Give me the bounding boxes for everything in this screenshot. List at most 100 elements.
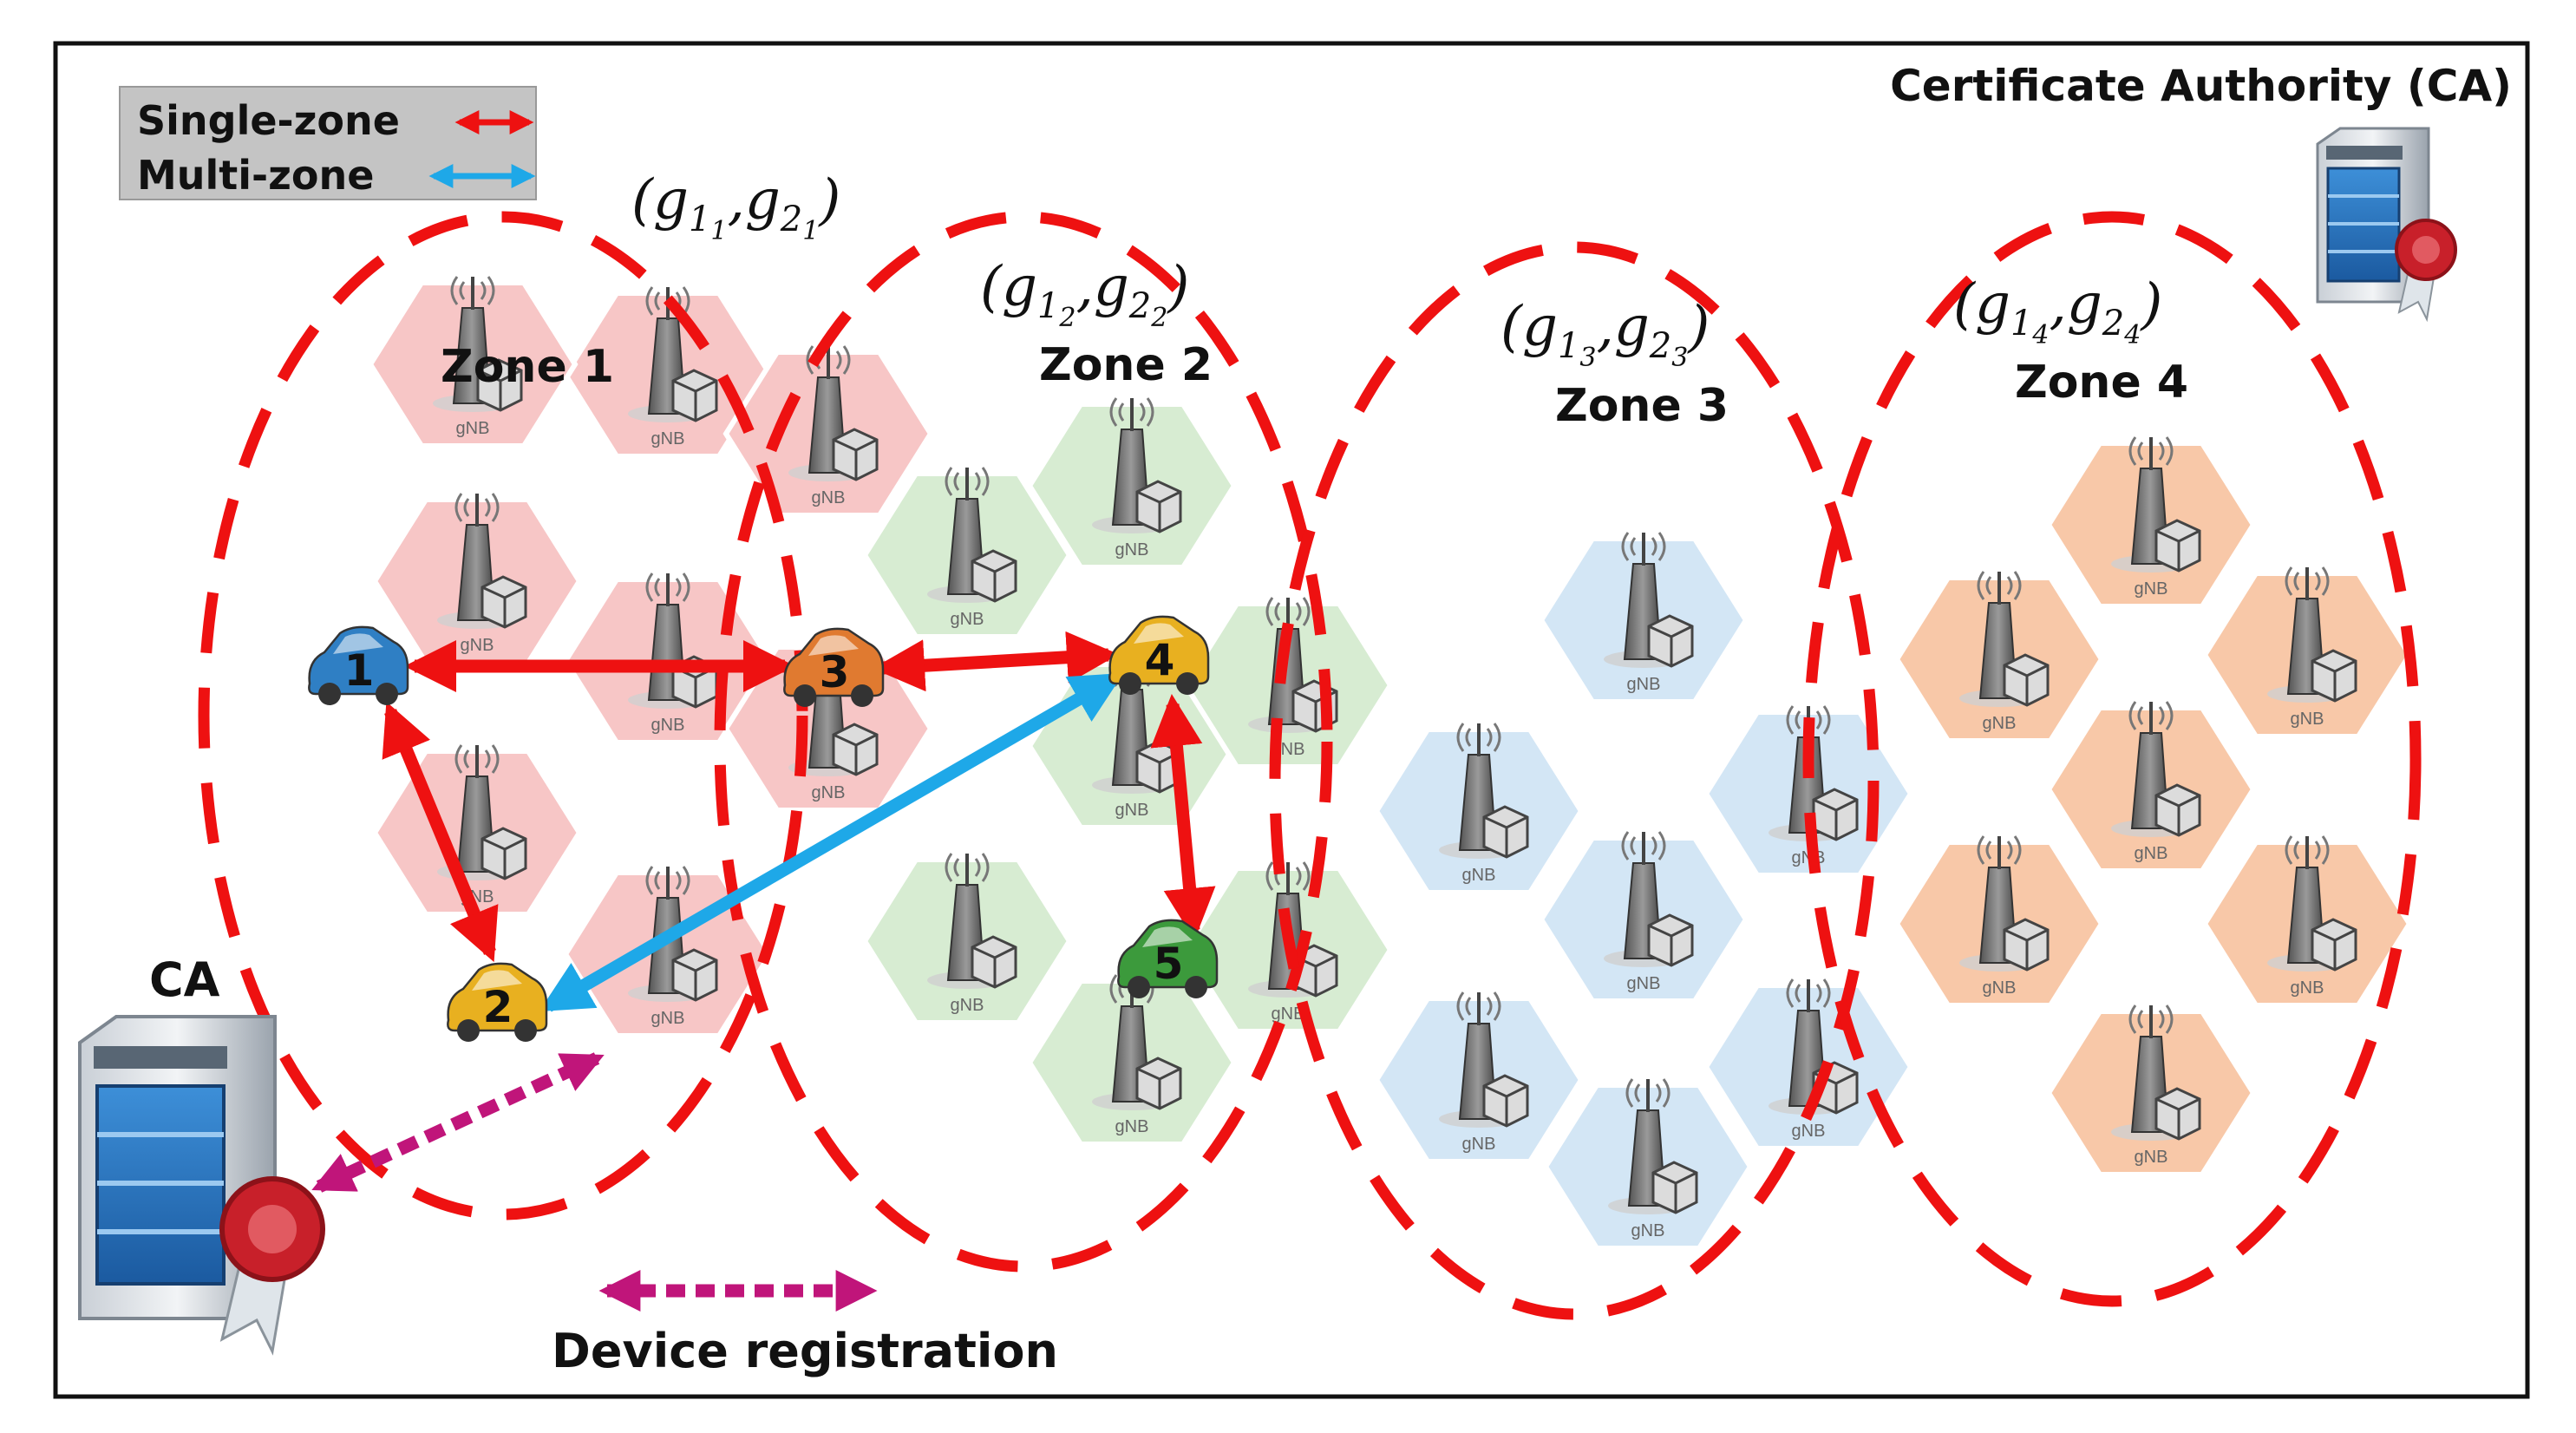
vehicle-number: 1 [344, 645, 375, 696]
vehicle-5: 5 [1117, 919, 1219, 998]
zone-1-name: Zone 1 [441, 341, 614, 393]
vehicle-number: 4 [1145, 635, 1175, 685]
arrow-1-to-2 [382, 701, 499, 963]
base-station-icon: gNB [1608, 1078, 1698, 1240]
base-station-icon: gNB [1439, 723, 1529, 885]
cell-layer: gNB gNB gNB gNB gNB gNB gNB gNB gNB gNB gNB gNB gNB g… [367, 276, 2413, 1251]
zone-4-name: Zone 4 [2015, 357, 2188, 409]
arrow-3-to-4 [873, 631, 1119, 692]
legend: Single-zone Multi-zone [119, 86, 537, 200]
gnb-cell: gNB [371, 493, 583, 665]
base-station-icon: gNB [2267, 835, 2357, 998]
base-station-icon: gNB [1439, 991, 1529, 1154]
gnb-cell: gNB [1373, 723, 1585, 895]
arrow-4-to-5 [1150, 694, 1216, 940]
vehicle-3: 3 [783, 627, 885, 707]
zone-2-boundary [714, 211, 1333, 1273]
base-station-icon: gNB [1959, 835, 2050, 998]
car-icon [1117, 919, 1219, 989]
arrow-device-registration [311, 1052, 605, 1193]
gnb-label: gNB [2135, 844, 2168, 863]
base-station-icon: gNB [2111, 1004, 2201, 1167]
gnb-label: gNB [1462, 1135, 1496, 1154]
gnb-cell: gNB [1373, 991, 1585, 1164]
base-station-icon: gNB [2267, 566, 2357, 729]
server-top-slot [2326, 146, 2403, 160]
base-station-icon: gNB [628, 286, 718, 448]
zone-3-name: Zone 3 [1555, 380, 1729, 432]
gnb-label: gNB [812, 783, 846, 802]
gnb-cell: gNB [367, 276, 579, 448]
gnb-label: gNB [1627, 675, 1661, 694]
communication-arrows [311, 631, 1216, 1312]
ca-server-top [2316, 127, 2457, 323]
gnb-label: gNB [651, 1009, 685, 1028]
device-registration-label: Device registration [552, 1324, 1058, 1378]
server-top-slot [94, 1046, 227, 1069]
gnb-cell: gNB [1026, 397, 1238, 570]
base-station-icon: gNB [433, 276, 523, 438]
gnb-label: gNB [651, 716, 685, 735]
base-station-icon: gNB [1092, 397, 1182, 559]
gnb-label: gNB [951, 996, 984, 1015]
vehicle-number: 2 [483, 982, 513, 1032]
base-station-icon: gNB [1604, 831, 1694, 993]
base-station-icon: gNB [2111, 701, 2201, 863]
vehicle-number: 5 [1154, 939, 1184, 989]
car-icon [1108, 615, 1210, 685]
gnb-label: gNB [1462, 866, 1496, 885]
gnb-label: gNB [456, 419, 490, 438]
arrow-2-to-4-multi-zone [539, 672, 1124, 1012]
gnb-cell: gNB [722, 345, 934, 518]
zone-3-boundary [1269, 241, 1880, 1320]
gnb-label: gNB [1792, 1122, 1826, 1141]
gnb-label: gNB [1115, 1117, 1149, 1136]
gnb-label: gNB [651, 429, 685, 448]
vehicle-1: 1 [308, 625, 409, 705]
gnb-label: gNB [1627, 974, 1661, 993]
base-station-icon: gNB [1769, 705, 1859, 867]
car-icon [783, 627, 885, 697]
gnb-label: gNB [951, 610, 984, 629]
base-station-icon: gNB [1604, 532, 1694, 694]
base-station-icon: gNB [2111, 436, 2201, 599]
vehicle-4: 4 [1108, 615, 1210, 695]
car-icon [447, 962, 548, 1032]
vehicle-layer: 1 2 3 4 5 [308, 615, 1219, 1042]
base-station-icon: gNB [927, 467, 1017, 629]
gnb-label: gNB [2291, 710, 2324, 729]
gnb-label: gNB [2135, 579, 2168, 599]
ca-bottom-label: CA [149, 952, 220, 1007]
vehicle-2: 2 [447, 962, 548, 1042]
gnb-cell: gNB [2201, 835, 2413, 1008]
gnb-cell: gNB [1893, 571, 2105, 743]
gnb-label: gNB [2135, 1148, 2168, 1167]
gnb-label: gNB [812, 488, 846, 507]
car-icon [308, 625, 409, 696]
gnb-cell: gNB [2045, 701, 2257, 874]
gnb-cell: gNB [562, 286, 774, 459]
vehicle-number: 3 [820, 647, 850, 697]
gnb-cell: gNB [1703, 705, 1914, 878]
zone-2-name: Zone 2 [1039, 339, 1213, 391]
gnb-cell: gNB [1538, 831, 1749, 1004]
gnb-cell: gNB [1538, 532, 1749, 704]
gnb-label: gNB [2291, 978, 2324, 998]
gnb-cell: gNB [1893, 835, 2105, 1008]
legend-single-zone-label: Single-zone [137, 97, 400, 144]
gnb-cell: gNB [1026, 974, 1238, 1147]
base-station-icon: gNB [788, 345, 879, 507]
gnb-cell: gNB [1542, 1078, 1754, 1251]
gnb-cell: gNB [2045, 1004, 2257, 1177]
gnb-label: gNB [1983, 978, 2017, 998]
gnb-label: gNB [1115, 540, 1149, 559]
gnb-label: gNB [1272, 1004, 1305, 1024]
legend-multi-zone-label: Multi-zone [137, 152, 374, 199]
ca-top-label: Certificate Authority (CA) [1890, 61, 2512, 111]
base-station-icon: gNB [1959, 571, 2050, 733]
ca-server-bottom [78, 1015, 325, 1356]
gnb-cell: gNB [2201, 566, 2413, 739]
gnb-label: gNB [1631, 1221, 1665, 1240]
gnb-cell: gNB [2045, 436, 2257, 609]
